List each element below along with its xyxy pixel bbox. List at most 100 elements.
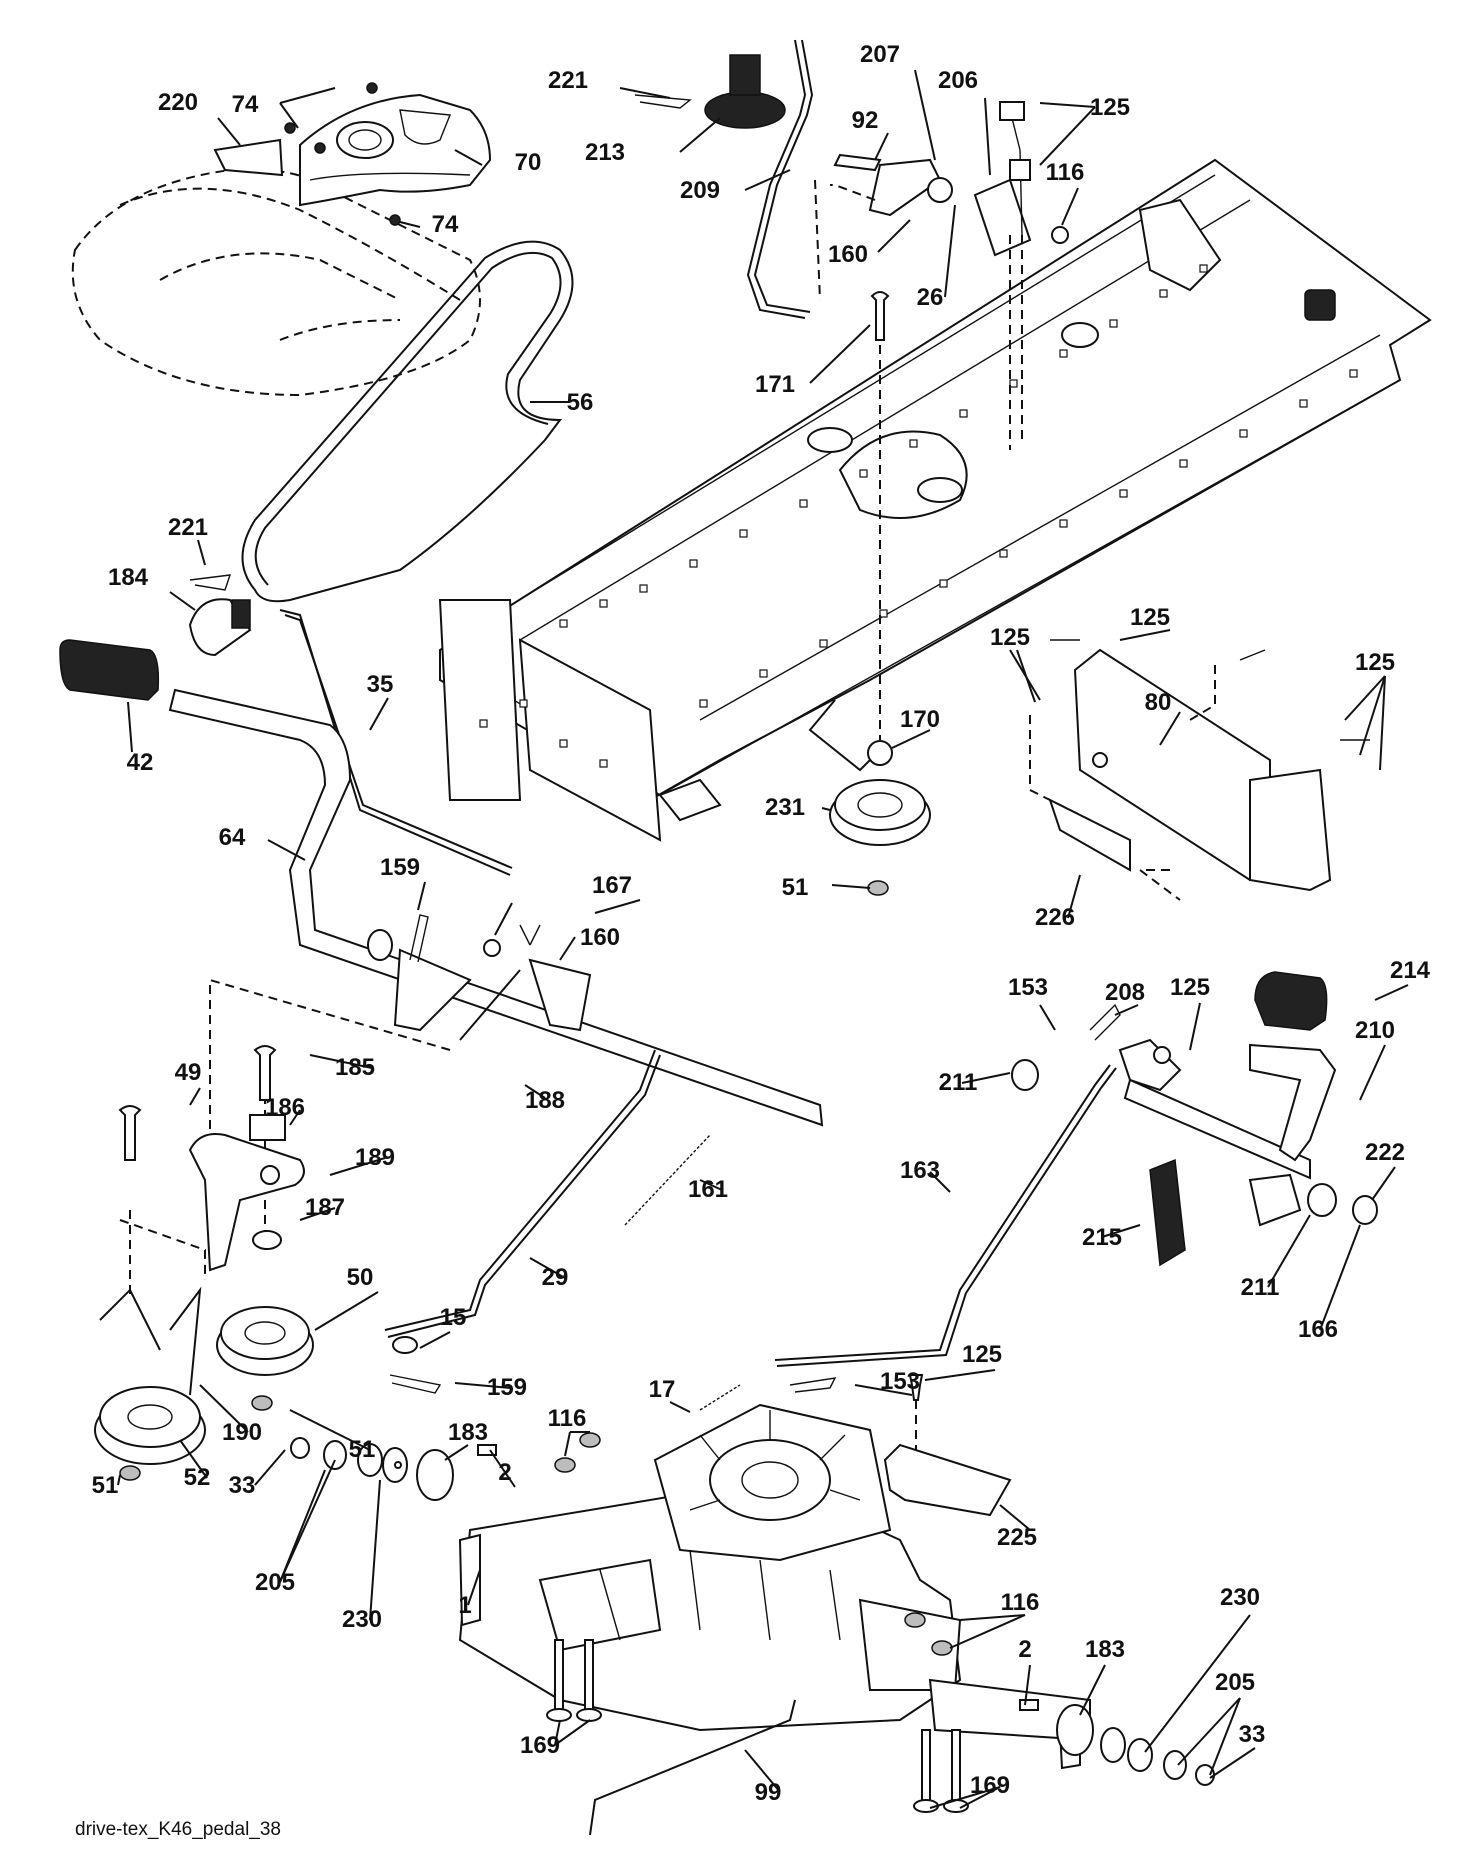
frame-hole — [559, 739, 568, 748]
part-number-label: 169 — [970, 1772, 1010, 1799]
frame-hole — [1299, 399, 1308, 408]
leader-line — [559, 936, 576, 961]
leader-line — [467, 1569, 481, 1606]
part-number-label: 210 — [1355, 1017, 1395, 1044]
part-number-label: 56 — [567, 389, 594, 416]
part-number-label: 52 — [184, 1464, 211, 1491]
bracket-80 — [1029, 639, 1370, 901]
frame-hole — [879, 609, 888, 618]
leader-line — [1016, 649, 1036, 703]
frame-hole — [859, 469, 868, 478]
leader-line — [199, 1384, 249, 1433]
leader-line — [1039, 106, 1096, 166]
part-number-label: 188 — [525, 1087, 565, 1114]
leader-line — [279, 102, 299, 129]
leader-line — [854, 1384, 913, 1396]
drive-belt — [241, 240, 574, 603]
leader-line — [454, 149, 483, 166]
leader-line — [289, 1409, 371, 1451]
frame-hole — [799, 499, 808, 508]
part-number-label: 33 — [229, 1472, 256, 1499]
part-number-label: 125 — [962, 1341, 1002, 1368]
leader-line — [299, 1207, 336, 1221]
leader-line — [924, 1369, 996, 1381]
part-number-label: 99 — [755, 1779, 782, 1806]
part-number-label: 153 — [880, 1368, 920, 1395]
lift-linkage — [814, 101, 1069, 450]
leader-line — [1067, 874, 1081, 919]
right-axle-stack — [1019, 1699, 1215, 1786]
transaxle-fasteners — [546, 1432, 969, 1813]
part-number-label: 15 — [440, 1304, 467, 1331]
frame-hole — [699, 699, 708, 708]
leader-line — [217, 117, 241, 146]
pulley-50 — [216, 1306, 314, 1411]
leader-line — [1177, 1697, 1241, 1766]
springs-and-rods — [384, 1049, 711, 1394]
leader-line — [564, 1431, 571, 1457]
leader-line — [1344, 675, 1386, 721]
part-number-label: 17 — [649, 1376, 676, 1403]
frame-hole — [939, 579, 948, 588]
leader-line — [444, 1444, 469, 1461]
leader-line — [874, 132, 889, 161]
frame-hole — [1059, 519, 1068, 528]
part-number-label: 190 — [222, 1419, 262, 1446]
part-number-label: 169 — [520, 1732, 560, 1759]
leader-line — [369, 1479, 381, 1621]
leader-line — [669, 1401, 691, 1413]
part-number-label: 167 — [592, 872, 632, 899]
leader-line — [419, 1331, 451, 1349]
part-number-label: 225 — [997, 1524, 1037, 1551]
leader-line — [959, 1614, 1026, 1621]
leader-line — [309, 1054, 373, 1069]
left-dashed-guides — [119, 978, 451, 1300]
part-number-label: 160 — [580, 924, 620, 951]
leader-line — [821, 807, 831, 811]
leader-line — [369, 697, 389, 731]
transaxle-assembly — [458, 1403, 1091, 1770]
part-number-label: 116 — [1046, 159, 1085, 186]
diagram-caption: drive-tex_K46_pedal_38 — [75, 1819, 281, 1840]
frame-hole — [599, 759, 608, 768]
part-number-label: 116 — [548, 1405, 587, 1432]
leader-line — [891, 729, 931, 749]
leader-line — [1079, 1664, 1106, 1716]
frame-hole — [1059, 349, 1068, 358]
part-number-label: 159 — [487, 1374, 527, 1401]
pedal-shaft-64 — [168, 688, 824, 1127]
frame-hole — [639, 584, 648, 593]
part-number-label: 183 — [448, 1419, 488, 1446]
leader-line — [831, 884, 871, 889]
part-number-label: 230 — [342, 1606, 382, 1633]
bolt-171 — [870, 291, 890, 740]
pulley-52 — [94, 1286, 206, 1481]
rod-99 — [589, 1699, 796, 1836]
part-number-label: 116 — [1001, 1589, 1040, 1616]
leader-line — [329, 1157, 386, 1176]
frame-hole — [1199, 264, 1208, 273]
part-number-label: 161 — [688, 1176, 728, 1203]
part-number-label: 211 — [939, 1069, 978, 1096]
part-number-label: 166 — [1298, 1316, 1338, 1343]
leader-line — [929, 1171, 951, 1193]
leader-line — [197, 539, 206, 566]
leader-line — [279, 87, 336, 104]
part-number-label: 64 — [219, 824, 246, 851]
leader-line — [929, 1786, 1001, 1809]
frame-hole — [819, 639, 828, 648]
part-number-label: 208 — [1105, 979, 1145, 1006]
part-number-label: 215 — [1082, 1224, 1122, 1251]
leader-line — [554, 1719, 591, 1746]
leader-line — [1371, 1166, 1396, 1201]
leader-line — [494, 902, 513, 936]
leader-line — [1039, 102, 1096, 108]
leader-line — [1267, 1214, 1311, 1288]
part-number-label: 221 — [168, 514, 208, 541]
frame-hole — [1119, 489, 1128, 498]
rod-163 — [774, 1064, 1117, 1367]
part-number-label: 50 — [347, 1264, 374, 1291]
part-number-label: 1 — [458, 1592, 471, 1619]
leader-line — [279, 1459, 336, 1583]
